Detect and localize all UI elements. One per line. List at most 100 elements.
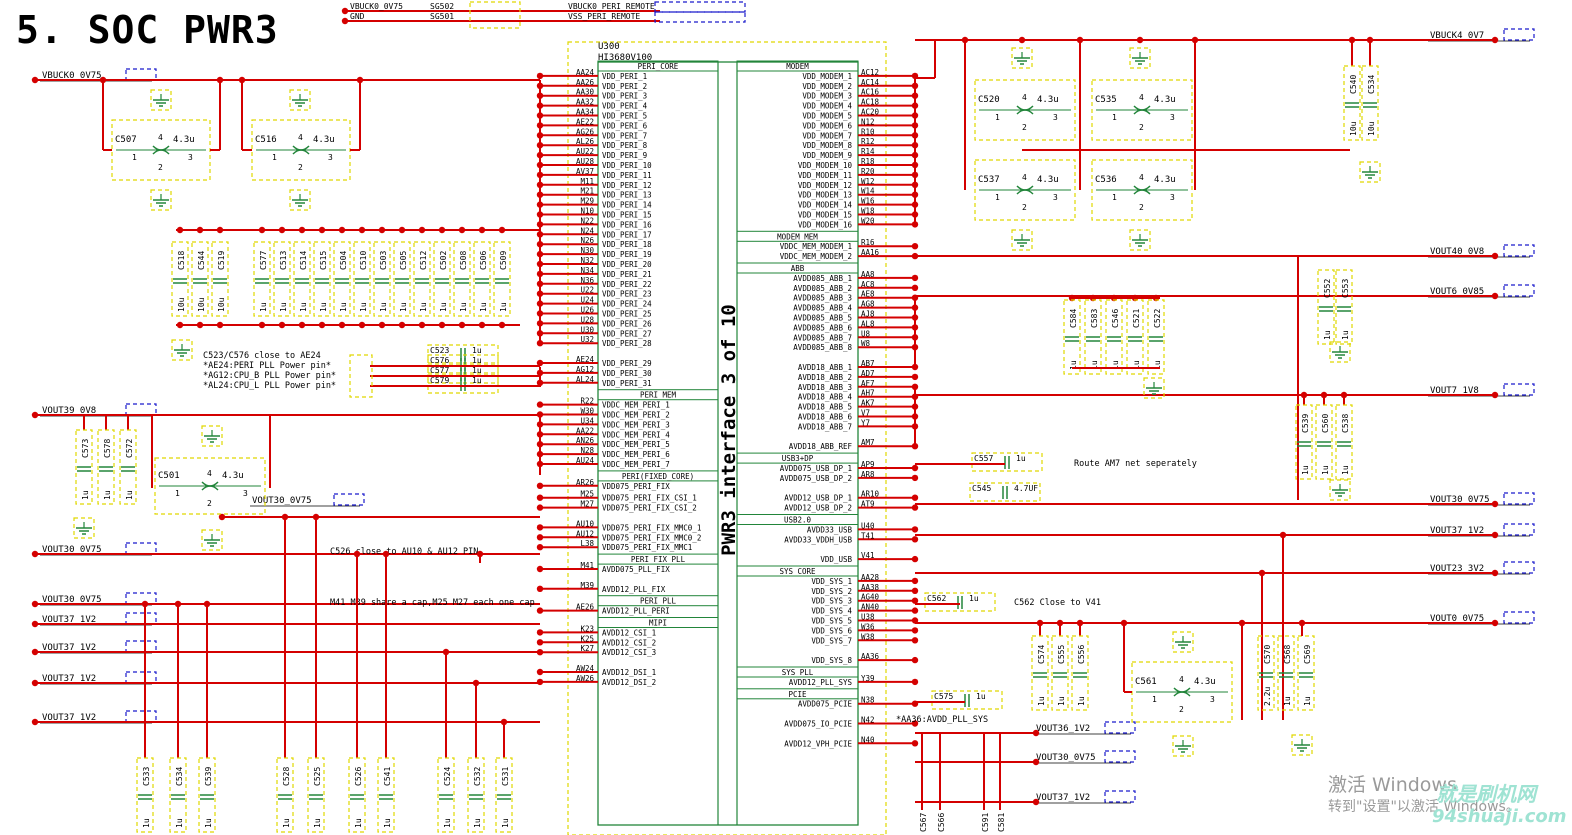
R-pin-AE8-name: AVDD085_ABB_3 xyxy=(793,294,852,303)
L-pin-AR26-name: VDD075_PERI_FIX xyxy=(602,482,670,491)
cap-C536-dash xyxy=(1091,159,1193,221)
R-pin-AA36-number: AA36 xyxy=(861,652,880,661)
right-net-end-9 xyxy=(1032,758,1040,766)
right-net-end-4 xyxy=(1491,500,1499,508)
bottom-cap-dot-C524 xyxy=(442,648,450,656)
cap-C520-pin2: 2 xyxy=(1022,123,1027,132)
ref-cap-C545-ref: C545 xyxy=(972,484,991,493)
bank-cap-C505-10-value: 1u xyxy=(399,302,408,312)
R-pin-N40-name: AVDD12_VPH_PCIE xyxy=(784,739,852,748)
misc-net-0-text: VOUT30_0V75 xyxy=(252,496,312,506)
modem-small-cap-C540-value: 10u xyxy=(1349,121,1358,136)
cap-C507-value: 4.3u xyxy=(173,135,195,145)
sys-dot-1 xyxy=(1056,619,1064,627)
abb-cap-C521-ref: C521 xyxy=(1132,309,1141,328)
mem-cap-C573-dash xyxy=(75,429,93,505)
sys-dot-2 xyxy=(1076,619,1084,627)
mem-cap-C578-ref: C578 xyxy=(103,439,112,458)
cap-C535-pin1: 1 xyxy=(1112,113,1117,122)
ref-cap-C562-ref: C562 xyxy=(927,594,946,603)
R-pin-W38-number: W38 xyxy=(861,632,875,641)
cap-C535-arc2 xyxy=(1133,105,1151,111)
L-pin-M21-number: M21 xyxy=(580,187,594,196)
R-pin-V41-number: V41 xyxy=(861,551,875,560)
bottom-cap-C531-ref: C531 xyxy=(501,767,510,786)
L-pin-AG26-number: AG26 xyxy=(576,127,595,136)
R-pin-U40-dot xyxy=(911,526,919,533)
L-pin-W30-name: VDDC_MEM_PERI_2 xyxy=(602,411,670,420)
cap-C520-pin4: 4 xyxy=(1022,93,1027,102)
R-pin-N12-number: N12 xyxy=(861,117,875,126)
R-section-header-1: MODEM_MEM xyxy=(777,232,818,241)
cap-C520-value: 4.3u xyxy=(1037,95,1059,105)
chip-part: HI3680V100 xyxy=(598,53,652,63)
bank-cap-C510-8-dash xyxy=(353,241,371,317)
right-net-9-text: VOUT30_0V75 xyxy=(1036,753,1096,763)
R-pin-AA8-number: AA8 xyxy=(861,270,875,279)
L-section-header-box-6 xyxy=(597,617,719,628)
L-pin-N24-number: N24 xyxy=(580,226,594,235)
bank-cap-C515-6-dash xyxy=(313,241,331,317)
L-pin-M29-name: VDD_PERI_14 xyxy=(602,201,652,210)
bank-cap-C502-12-dash xyxy=(433,241,451,317)
sys-right-cap-C568-dash xyxy=(1277,635,1295,711)
L-pin-AR26-dot xyxy=(536,482,544,489)
L-pin-AN26-number: AN26 xyxy=(576,436,595,445)
abb-cap-C583-value: 1u xyxy=(1090,360,1099,370)
R-pin-V41-dot xyxy=(911,555,919,563)
bottom-cap-C539-dash xyxy=(198,757,216,833)
bottom-cap-dot-C528 xyxy=(281,513,289,521)
cap-C501-arc2 xyxy=(201,481,219,487)
right-net-0-box xyxy=(1503,28,1535,41)
mem-cap-C573-ref: C573 xyxy=(81,439,90,458)
bank-cap-C509-15-ref: C509 xyxy=(499,251,508,270)
R-pin-AA16-name: VDDC_MEM_MODEM_2 xyxy=(780,252,852,261)
R-section-header-4: USB2.0 xyxy=(784,516,812,525)
L-pin-K23-dot xyxy=(536,629,544,636)
bottom-cap-C533-value: 1u xyxy=(142,818,151,828)
L-pin-K27-number: K27 xyxy=(580,644,594,653)
cap-C561-pin2: 2 xyxy=(1179,705,1184,714)
left-net-1-text: VOUT39_0V8 xyxy=(42,406,96,416)
left-net-5-text: VOUT37_1V2 xyxy=(42,643,96,653)
bank-cap-C508-13-dash xyxy=(453,241,471,317)
R-pin-AB7-name: AVDD18_ABB_1 xyxy=(798,363,852,372)
R-pin-AK7-number: AK7 xyxy=(861,399,875,408)
cap-C561-arc2 xyxy=(1173,687,1191,693)
abb18-dot-2 xyxy=(1340,391,1348,399)
right-net-1-box xyxy=(1503,244,1535,257)
cap-C501-pin2: 2 xyxy=(207,499,212,508)
right-net-end-0 xyxy=(1491,36,1499,44)
L-pin-AU12-name: VDD075_PERI_FIX_MMC0_2 xyxy=(602,533,701,542)
L-pin-AA24-number: AA24 xyxy=(576,68,595,77)
bank-cap-C513-4-dash xyxy=(273,241,291,317)
left-net-2-box xyxy=(125,542,157,555)
bank-cap-C510-8-ref: C510 xyxy=(359,251,368,270)
L-pin-U30-name: VDD_PERI_27 xyxy=(602,329,652,338)
bank-cap-C509-15-value: 1u xyxy=(499,302,508,312)
pll-cap-C576-value: 1u xyxy=(472,356,482,365)
L-pin-AW26-number: AW26 xyxy=(576,674,595,683)
R-pin-AD7-dot xyxy=(911,373,919,381)
L-pin-U26-number: U26 xyxy=(580,306,594,315)
bank-top-dot-3 xyxy=(258,226,266,234)
bottom-cap-C541-value: 1u xyxy=(383,818,392,828)
L-pin-AA34-name: VDD_PERI_5 xyxy=(602,112,647,121)
cap-C516-arc2 xyxy=(292,145,310,151)
bank-bot-dot-13 xyxy=(458,321,466,329)
R-pin-R16-number: R16 xyxy=(861,238,875,247)
L-pin-AW24-dot xyxy=(536,668,544,676)
bank-cap-C503-9-dash xyxy=(373,241,391,317)
abb-cap-C546-ref: C546 xyxy=(1111,309,1120,328)
right-net-9-box xyxy=(1104,750,1136,763)
left-net-3-text: VOUT30_0V75 xyxy=(42,595,102,605)
modem-small-dot-0 xyxy=(1348,36,1356,44)
bank-top-dot-6 xyxy=(318,226,326,234)
L-pin-K25-dot xyxy=(536,639,544,646)
left-net-end-3 xyxy=(31,600,39,608)
pll-cap-C579-value: 1u xyxy=(472,376,482,385)
abb-cap-C522-ref: C522 xyxy=(1153,309,1162,328)
R-pin-AJ8-number: AJ8 xyxy=(861,310,875,319)
gnd-c507-dash xyxy=(150,189,172,211)
L-pin-N34-name: VDD_PERI_21 xyxy=(602,270,652,279)
